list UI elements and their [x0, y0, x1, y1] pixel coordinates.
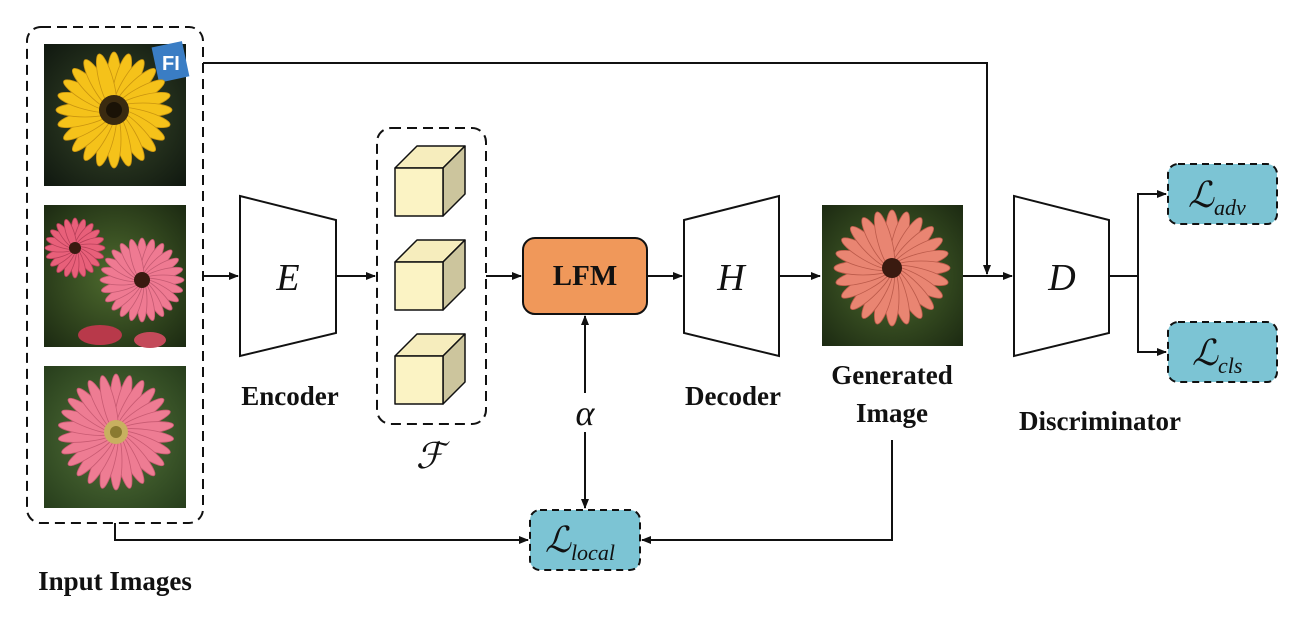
loss-local: ℒlocal [529, 509, 641, 571]
decoder-symbol: H [716, 257, 747, 299]
input-image-pink-flowers [44, 205, 186, 348]
encoder-label: Encoder [241, 381, 339, 411]
input-images-group: FI Input Images [26, 26, 204, 596]
discriminator-trapezoid [1013, 194, 1110, 358]
generated-image-label-line2: Image [856, 398, 928, 428]
feature-cube-face [394, 167, 444, 217]
input-images-label: Input Images [38, 566, 192, 596]
lfm-block: LFM [522, 237, 648, 315]
generated-image-label-line1: Generated [831, 360, 952, 390]
arrow-discriminator-to-adv [1109, 190, 1167, 277]
feature-cube-face [394, 355, 444, 405]
features-group: ℱ [376, 127, 487, 476]
arrow-inputs-to-discriminator [203, 62, 991, 275]
input-image-yellow-flower: FI [44, 41, 190, 186]
discriminator-label: Discriminator [1019, 406, 1181, 436]
connectors [114, 62, 1167, 544]
arrow-inputs-to-local-loss [114, 523, 529, 544]
generated-image-group: Generated Image [822, 205, 963, 428]
feature-cubes [394, 145, 466, 405]
arrow-generated-to-local-loss [641, 440, 893, 544]
pink-petals-large [99, 237, 185, 323]
arrow-discriminator-to-cls [1137, 276, 1167, 356]
loss-cls-symbol: ℒcls [1192, 333, 1242, 378]
pink-petals-small [44, 217, 106, 279]
features-dashed-border [376, 127, 487, 425]
feature-cube-face [394, 261, 444, 311]
encoder-block: E Encoder [239, 194, 339, 411]
svg-text:FI: FI [162, 53, 180, 75]
input-image-pink-flower [44, 366, 186, 508]
loss-adv: ℒadv [1167, 163, 1278, 225]
alpha-symbol: α [576, 393, 596, 433]
decoder-label: Decoder [685, 381, 781, 411]
loss-adv-box [1167, 163, 1278, 225]
loss-local-box [529, 509, 641, 571]
encoder-trapezoid [239, 194, 337, 358]
features-symbol: ℱ [416, 436, 450, 476]
encoder-symbol: E [275, 257, 299, 299]
discriminator-block: D Discriminator [1013, 194, 1181, 436]
loss-local-symbol: ℒlocal [545, 520, 615, 565]
loss-cls: ℒcls [1167, 321, 1278, 383]
lfm-label: LFM [553, 260, 617, 292]
loss-adv-symbol: ℒadv [1188, 175, 1246, 220]
loss-cls-box [1167, 321, 1278, 383]
discriminator-symbol: D [1047, 257, 1075, 299]
decoder-block: H Decoder [683, 194, 781, 411]
decoder-trapezoid [683, 194, 780, 358]
